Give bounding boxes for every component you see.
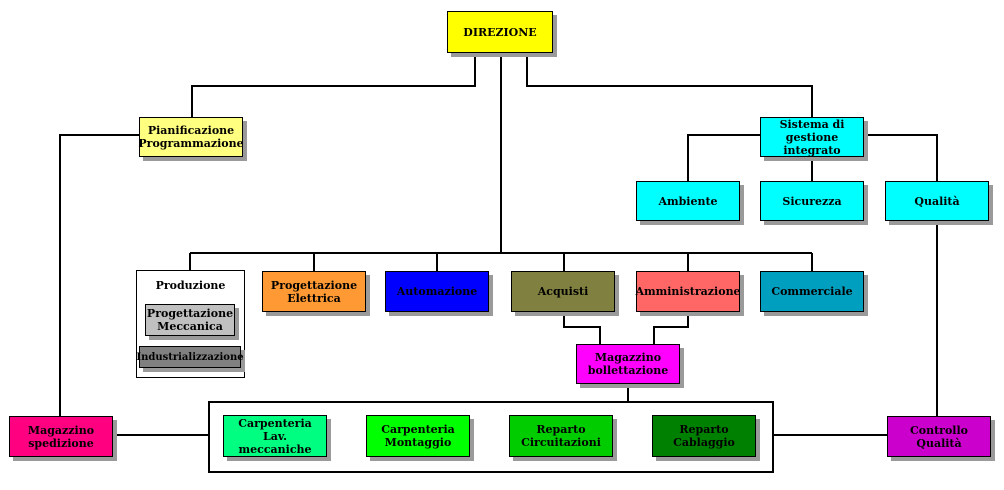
- direzione-node[interactable]: DIREZIONE: [447, 11, 553, 53]
- magazzino-bollettazione-node[interactable]: Magazzino bollettazione: [576, 344, 680, 384]
- carpenteria-montaggio-node[interactable]: Carpenteria Montaggio: [366, 415, 470, 457]
- line-sistema-children: [687, 134, 760, 181]
- carpenteria-lav-meccaniche-node[interactable]: Carpenteria Lav. meccaniche: [223, 415, 327, 457]
- line-sistema-qualita: [864, 134, 938, 181]
- qualita-node[interactable]: Qualità: [885, 181, 989, 221]
- controllo-qualita-node[interactable]: Controllo Qualità: [887, 416, 991, 457]
- commerciale-node[interactable]: Commerciale: [760, 271, 864, 312]
- amministrazione-node[interactable]: Amministrazione: [635, 271, 741, 312]
- progettazione-meccanica-node[interactable]: Progettazione Meccanica: [145, 304, 235, 336]
- line-direzione-pianificazione: [191, 53, 476, 117]
- line-acquisti-bollettazione: [563, 312, 601, 344]
- magazzino-spedizione-node[interactable]: Magazzino spedizione: [9, 416, 113, 457]
- line-amministrazione-bollettazione: [653, 312, 689, 344]
- sicurezza-node[interactable]: Sicurezza: [760, 181, 864, 221]
- acquisti-node[interactable]: Acquisti: [511, 271, 615, 312]
- automazione-node[interactable]: Automazione: [385, 271, 489, 312]
- reparto-circuitazioni-node[interactable]: Reparto Circuitazioni: [509, 415, 613, 457]
- reparto-cablaggio-node[interactable]: Reparto Cablaggio: [652, 415, 756, 457]
- produzione-label: Produzione: [155, 279, 226, 292]
- pianificazione-programmazione-node[interactable]: Pianificazione Programmazione: [138, 117, 244, 157]
- ambiente-node[interactable]: Ambiente: [636, 181, 740, 221]
- progettazione-elettrica-node[interactable]: Progettazione Elettrica: [262, 271, 366, 312]
- industrializzazione-node[interactable]: Industrializzazione: [136, 346, 244, 368]
- line-direzione-sistema: [526, 53, 813, 117]
- line-pianificazione-spedizione: [59, 134, 139, 416]
- sistema-gestione-integrato-node[interactable]: Sistema di gestione integrato: [760, 117, 864, 157]
